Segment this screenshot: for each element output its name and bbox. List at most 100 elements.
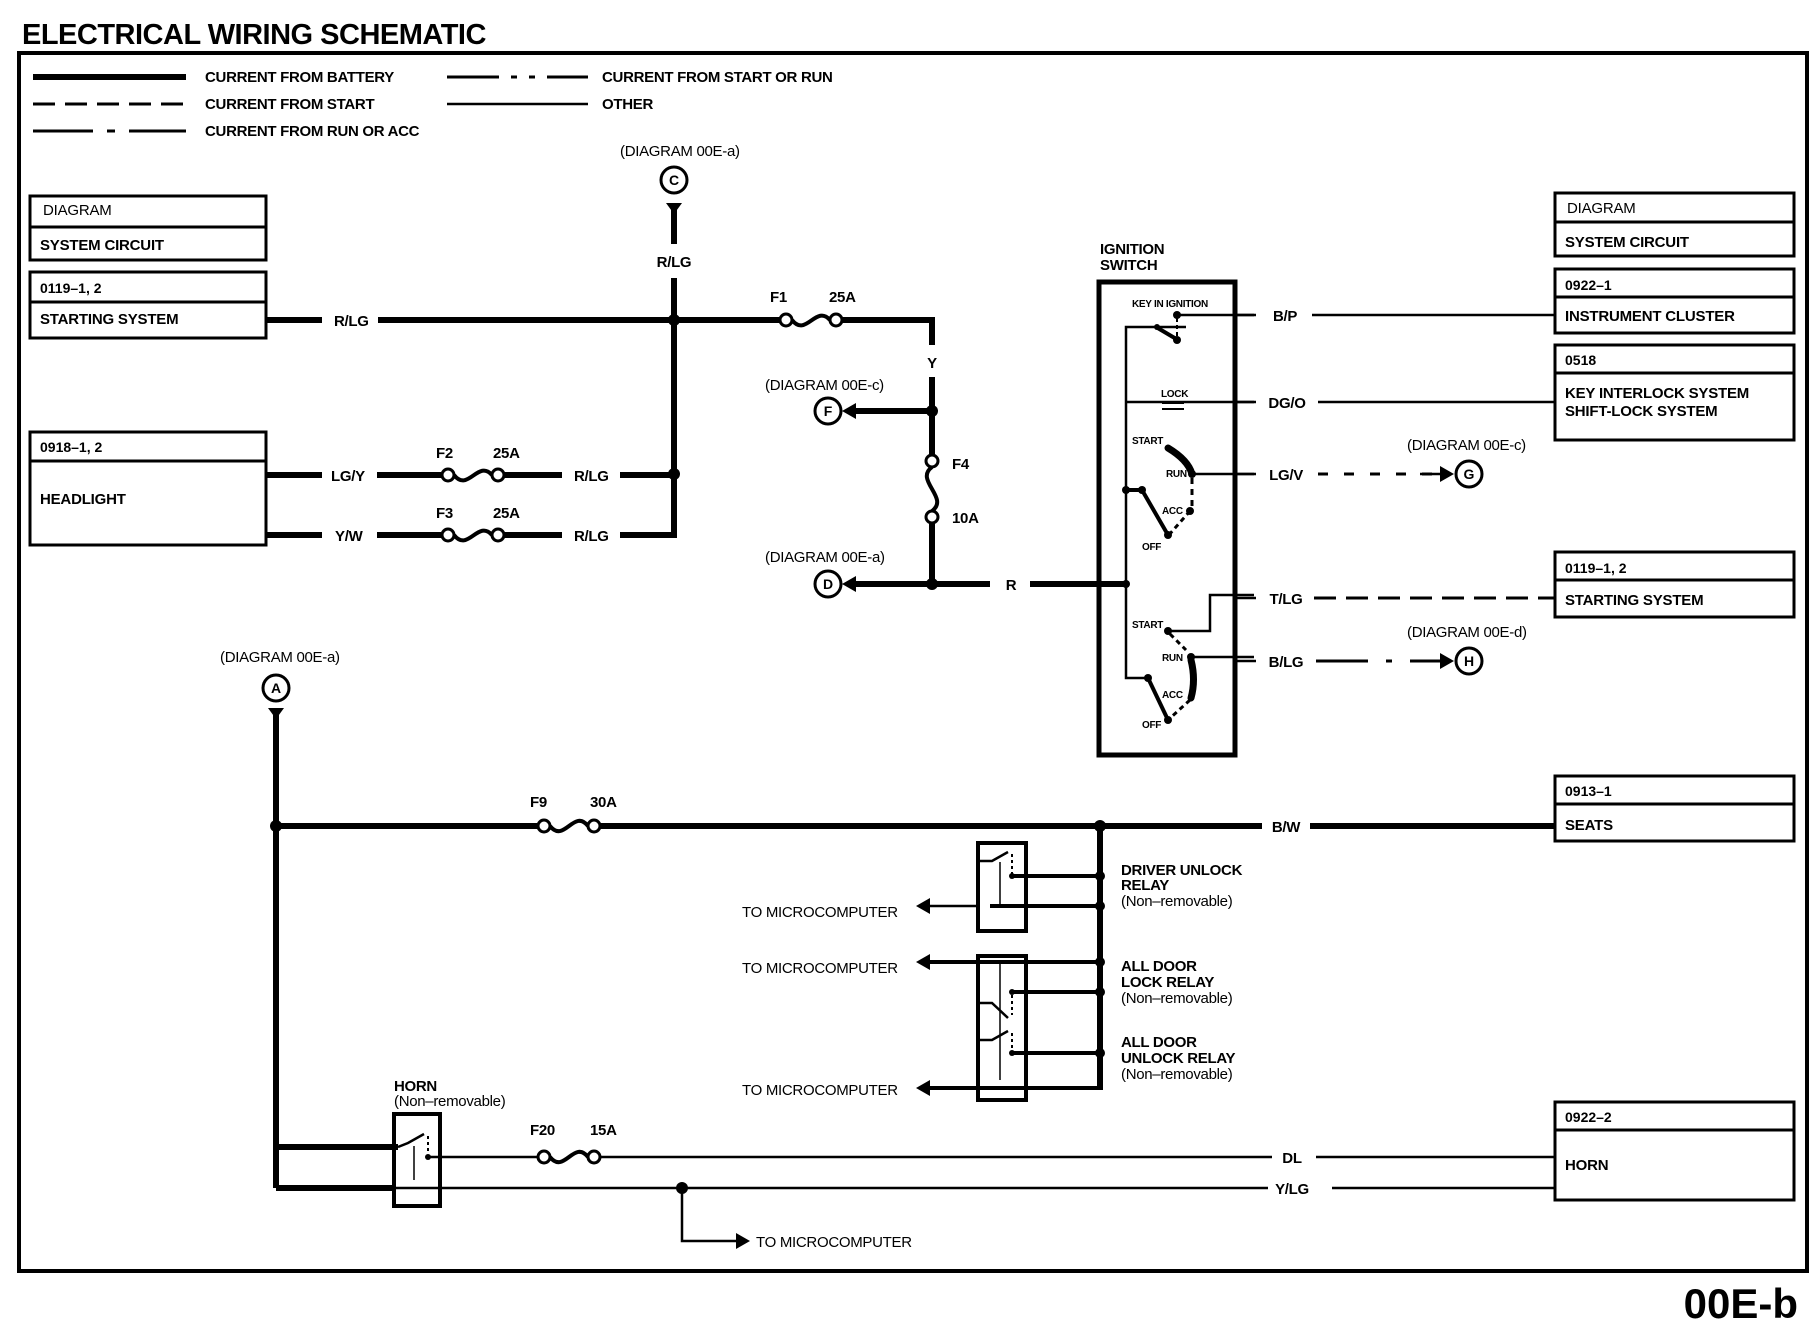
relay-horn-line1: HORN	[394, 1078, 437, 1095]
connector-h-letter: H	[1464, 653, 1474, 669]
wire-label-starting-rlg: R/LG	[334, 313, 369, 330]
box-instrument-cluster[interactable]: 0922–1 INSTRUMENT CLUSTER	[1553, 267, 1796, 335]
relay-all-door-unlock-line3: (Non–removable)	[1121, 1066, 1233, 1083]
connector-g[interactable]	[1454, 459, 1484, 489]
wire-label-yw: Y/W	[335, 528, 364, 545]
box-horn[interactable]: 0922–2 HORN	[1553, 1100, 1796, 1202]
relay-horn[interactable]	[392, 1112, 442, 1208]
box-starting-system-left[interactable]: 0119–1, 2 STARTING SYSTEM	[28, 270, 268, 340]
relay-all-door[interactable]	[976, 954, 1028, 1102]
sw2-blade	[1146, 677, 1170, 721]
box-name: SEATS	[1565, 817, 1613, 834]
connector-d-letter: D	[823, 576, 833, 592]
page-title: ELECTRICAL WIRING SCHEMATIC	[22, 19, 486, 51]
connector-a-letter: A	[271, 680, 281, 696]
legend-label-start: CURRENT FROM START	[205, 96, 374, 113]
microcomputer-label-2: TO MICROCOMPUTER	[742, 960, 898, 977]
arrow-right-icon	[736, 1233, 750, 1249]
fuse-f20-rating: 15A	[590, 1122, 617, 1139]
fuse-f1-icon	[778, 312, 844, 328]
relay-horn-line2: (Non–removable)	[394, 1093, 506, 1110]
sw2-run-label: RUN	[1162, 653, 1183, 664]
box-code: 0922–2	[1565, 1109, 1612, 1125]
relay-driver-unlock-line2: RELAY	[1121, 877, 1169, 894]
box-name-line2: SHIFT-LOCK SYSTEM	[1565, 403, 1717, 420]
fuse-f4-rating: 10A	[952, 510, 979, 527]
wire-label-blg: B/LG	[1269, 654, 1304, 671]
box-name: STARTING SYSTEM	[1565, 592, 1703, 609]
sw2-acc-label: ACC	[1162, 690, 1183, 701]
wire-label-f3-rlg: R/LG	[574, 528, 609, 545]
box-name: INSTRUMENT CLUSTER	[1565, 308, 1735, 325]
wire-label-y: Y	[927, 355, 937, 372]
arrow-d-icon	[842, 576, 856, 592]
wire-label-lgv: LG/V	[1269, 467, 1303, 484]
fuse-f3-name: F3	[436, 505, 453, 522]
box-code: 0119–1, 2	[1565, 560, 1627, 576]
wire-label-dl: DL	[1282, 1150, 1302, 1167]
box-label-diagram: DIAGRAM	[1567, 200, 1636, 217]
sw1-run-label: RUN	[1166, 469, 1187, 480]
box-headlight[interactable]: 0918–1, 2 HEADLIGHT	[28, 430, 268, 547]
box-label-system-circuit: SYSTEM CIRCUIT	[1565, 234, 1689, 251]
box-code: 0518	[1565, 352, 1596, 368]
wire-label-r: R	[1006, 577, 1017, 594]
sw1-acc-label: ACC	[1162, 506, 1183, 517]
ignition-switch[interactable]	[1096, 279, 1238, 758]
relay-driver-unlock[interactable]	[976, 841, 1028, 933]
box-name: HORN	[1565, 1157, 1608, 1174]
legend: CURRENT FROM BATTERY CURRENT FROM START …	[33, 69, 833, 140]
wire-label-ylg: Y/LG	[1275, 1181, 1309, 1198]
legend-label-other: OTHER	[602, 96, 653, 113]
junction-dot	[668, 314, 680, 326]
sw2-start-label: START	[1132, 620, 1163, 631]
fuse-f4-icon	[924, 453, 940, 525]
fuse-f2-name: F2	[436, 445, 453, 462]
fuse-f20-name: F20	[530, 1122, 555, 1139]
arrow-left-icon	[916, 898, 930, 914]
relay-all-door-lock-line2: LOCK RELAY	[1121, 974, 1214, 991]
box-label-diagram: DIAGRAM	[43, 202, 112, 219]
box-code: 0119–1, 2	[40, 280, 102, 296]
connector-g-ref: (DIAGRAM 00E-c)	[1407, 437, 1526, 454]
connector-d-ref: (DIAGRAM 00E-a)	[765, 549, 885, 566]
box-key-interlock[interactable]: 0518 KEY INTERLOCK SYSTEM SHIFT-LOCK SYS…	[1553, 343, 1796, 442]
relay-all-door-lock-line3: (Non–removable)	[1121, 990, 1233, 1007]
fuse-f2-rating: 25A	[493, 445, 520, 462]
sw1-off-label: OFF	[1142, 542, 1161, 553]
connector-h[interactable]	[1454, 646, 1484, 676]
connector-c-letter: C	[669, 172, 679, 188]
wire-label-c-rlg: R/LG	[657, 254, 692, 271]
connector-f[interactable]	[813, 396, 843, 426]
sw1-start-label: START	[1132, 436, 1163, 447]
wire-label-dgo: DG/O	[1268, 395, 1306, 412]
relay-driver-unlock-line1: DRIVER UNLOCK	[1121, 862, 1243, 879]
sw2-run-acc-arc	[1187, 656, 1197, 702]
box-starting-system-right[interactable]: 0119–1, 2 STARTING SYSTEM	[1553, 550, 1796, 619]
arrow-g-icon	[1440, 466, 1454, 482]
right-header-box: DIAGRAM SYSTEM CIRCUIT	[1553, 191, 1796, 258]
sw2-off-label: OFF	[1142, 720, 1161, 731]
fuse-f20-icon	[536, 1149, 602, 1165]
ignition-title-line1: IGNITION	[1100, 241, 1164, 258]
ignition-key-in-label: KEY IN IGNITION	[1132, 299, 1208, 310]
wire-label-bw: B/W	[1272, 819, 1301, 836]
microcomputer-label-4: TO MICROCOMPUTER	[756, 1234, 912, 1251]
relay-driver-unlock-line3: (Non–removable)	[1121, 893, 1233, 910]
relay-all-door-unlock-line1: ALL DOOR	[1121, 1034, 1197, 1051]
box-code: 0918–1, 2	[40, 439, 102, 455]
box-name: STARTING SYSTEM	[40, 311, 178, 328]
connector-c[interactable]	[659, 165, 689, 195]
wire-f1-y	[842, 317, 935, 345]
fuse-f4-name: F4	[952, 456, 970, 473]
legend-label-start-run: CURRENT FROM START OR RUN	[602, 69, 833, 86]
arrow-left-icon	[916, 1080, 930, 1096]
box-seats[interactable]: 0913–1 SEATS	[1553, 774, 1796, 843]
connector-d[interactable]	[813, 569, 843, 599]
legend-label-battery: CURRENT FROM BATTERY	[205, 69, 394, 86]
connector-a[interactable]	[261, 673, 291, 703]
fuse-f9-rating: 30A	[590, 794, 617, 811]
wire-label-lgy: LG/Y	[331, 468, 365, 485]
box-name: HEADLIGHT	[40, 491, 126, 508]
